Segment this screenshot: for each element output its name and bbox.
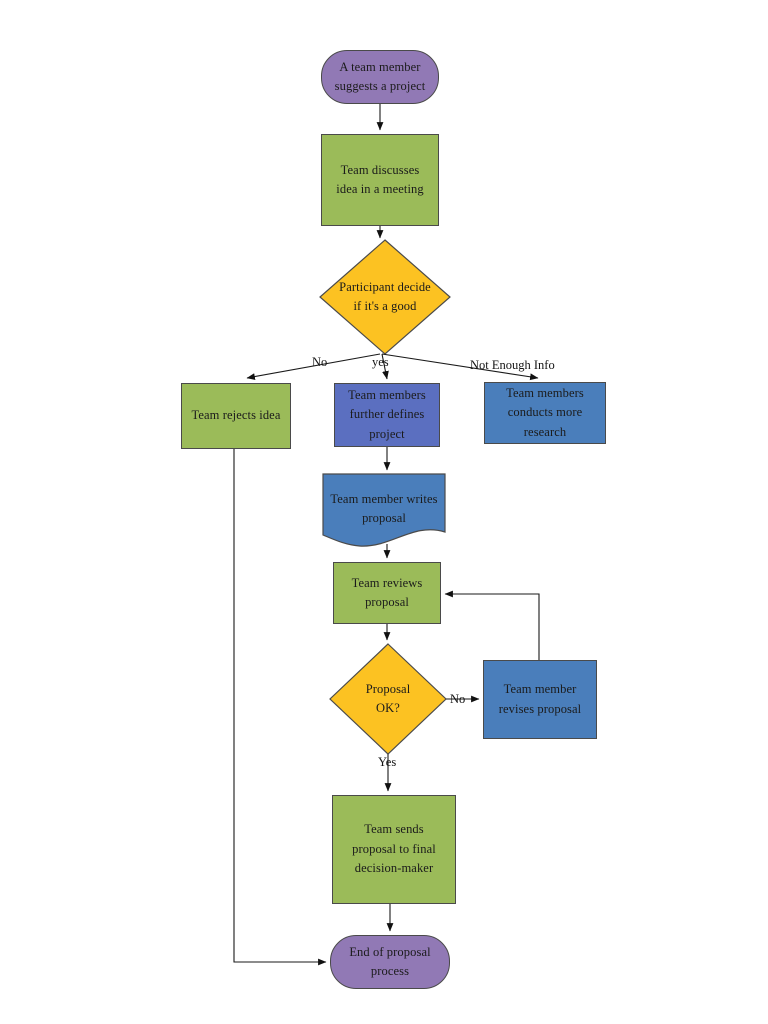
flow-node-start[interactable]: A team member suggests a project — [321, 50, 439, 104]
flow-node-label-end: End of proposal process — [349, 944, 431, 978]
flow-node-send[interactable]: Team sends proposal to final decision-ma… — [332, 795, 456, 904]
flow-node-label-send: Team sends proposal to final decision-ma… — [352, 822, 436, 876]
flow-node-label-writes: Team member writes proposal — [330, 491, 438, 525]
flow-node-research[interactable]: Team members conducts more research — [484, 382, 606, 444]
flow-node-reject[interactable]: Team rejects idea — [181, 383, 291, 449]
flow-node-label-start: A team member suggests a project — [334, 59, 426, 93]
flow-edge-reject-end — [233, 449, 327, 966]
flow-edge-label-label-no-1: No — [312, 355, 328, 369]
flow-node-define[interactable]: Team members further defines project — [334, 383, 440, 447]
flow-node-writes[interactable]: Team member writes proposal — [323, 474, 445, 544]
flow-edge-label-label-yes-1: yes — [372, 355, 389, 369]
flow-node-end[interactable]: End of proposal process — [330, 935, 450, 989]
flow-edge-label-label-not-enough: Not Enough Info — [470, 358, 555, 372]
flow-node-label-review: Team reviews proposal — [351, 575, 423, 609]
flow-node-label-revise: Team member revises proposal — [498, 682, 582, 716]
flow-edge-label-label-no-2: No — [450, 692, 466, 706]
flow-node-label-reject: Team rejects idea — [191, 408, 281, 423]
flow-edge-revise-review — [444, 590, 540, 660]
flow-node-label-ok: Proposal OK? — [365, 681, 411, 715]
flow-node-label-discuss: Team discusses idea in a meeting — [336, 162, 424, 196]
flow-node-revise[interactable]: Team member revises proposal — [483, 660, 597, 739]
flow-edge-label-label-yes-2: Yes — [378, 755, 397, 769]
flow-node-discuss[interactable]: Team discusses idea in a meeting — [321, 134, 439, 226]
flow-node-ok[interactable]: Proposal OK? — [330, 644, 446, 754]
flow-node-label-define: Team members further defines project — [348, 387, 426, 441]
flow-node-decide[interactable]: Participant decide if it's a good — [320, 240, 450, 354]
flow-node-review[interactable]: Team reviews proposal — [333, 562, 441, 624]
flow-node-label-decide: Participant decide if it's a good — [339, 279, 431, 313]
flow-node-label-research: Team members conducts more research — [506, 385, 584, 439]
